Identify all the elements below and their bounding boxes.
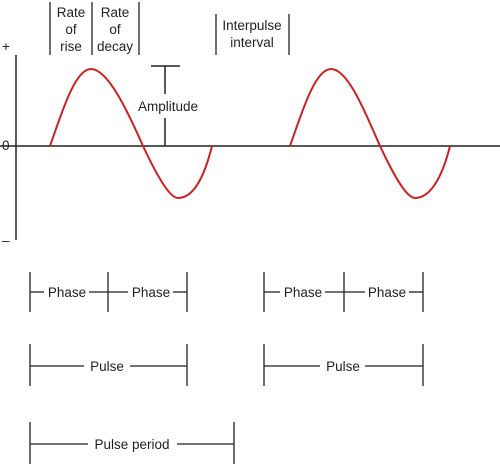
- svg-text:decay: decay: [97, 39, 133, 54]
- svg-text:of: of: [109, 22, 121, 37]
- svg-text:of: of: [65, 22, 77, 37]
- waveform: [49, 67, 451, 200]
- amplitude-marker: Amplitude: [138, 65, 198, 146]
- top-label-brackets: [49, 2, 290, 55]
- rate-of-rise-label: Rate of rise: [57, 5, 86, 54]
- svg-text:Rate: Rate: [57, 5, 86, 20]
- pulse-row: Pulse Pulse: [29, 344, 424, 386]
- amplitude-axis: + 0 –: [0, 39, 500, 248]
- axis-plus-label: +: [2, 39, 10, 54]
- interpulse-interval-label: Interpulse interval: [222, 18, 281, 50]
- axis-zero-label: 0: [2, 138, 10, 153]
- phase-label: Phase: [368, 285, 406, 300]
- pulse-period-label: Pulse period: [94, 437, 169, 452]
- phase-label: Phase: [284, 285, 322, 300]
- svg-text:interval: interval: [230, 35, 274, 50]
- rate-of-decay-label: Rate of decay: [97, 5, 133, 54]
- svg-text:Rate: Rate: [101, 5, 130, 20]
- pulse-period-row: Pulse period: [29, 422, 235, 464]
- svg-text:rise: rise: [60, 39, 82, 54]
- phase-row-pulse-1: Phase Phase: [29, 272, 188, 312]
- phase-label: Phase: [132, 285, 170, 300]
- pulse-label: Pulse: [90, 359, 124, 374]
- pulse-label: Pulse: [326, 359, 360, 374]
- pulse-2-waveform: [289, 67, 451, 200]
- phase-label: Phase: [48, 285, 86, 300]
- amplitude-label: Amplitude: [138, 99, 198, 114]
- phase-row-pulse-2: Phase Phase: [263, 272, 424, 312]
- svg-text:Interpulse: Interpulse: [222, 18, 281, 33]
- pulse-1-waveform: [49, 67, 213, 200]
- axis-minus-label: –: [2, 233, 10, 248]
